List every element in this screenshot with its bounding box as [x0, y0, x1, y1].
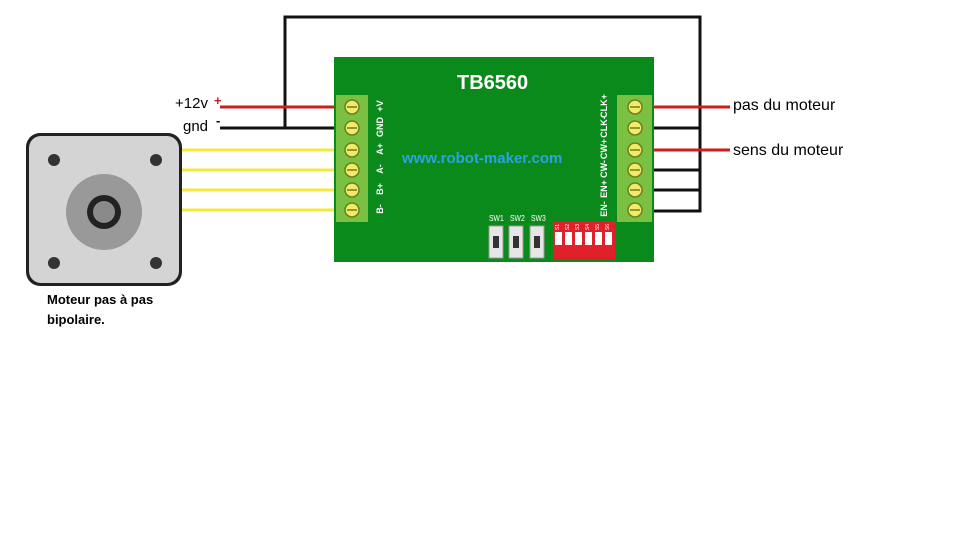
stepper-motor-icon: [26, 133, 182, 286]
gnd-sign: -: [216, 113, 221, 128]
dip-label-2: S2: [565, 223, 571, 231]
left-screws: [344, 99, 360, 218]
dir-label: sens du moteur: [733, 142, 844, 159]
left-terminal-block: [336, 95, 368, 222]
motor-caption: Moteur pas à pas bipolaire.: [47, 290, 153, 330]
sw2-label: SW2: [510, 214, 525, 223]
v12-label: +12v: [175, 95, 208, 112]
left-terminal-label-6: B-: [375, 204, 385, 214]
motor-caption-line1: Moteur pas à pas: [47, 292, 154, 307]
dip-switch-block: [553, 221, 615, 259]
dip-label-4: S4: [585, 223, 591, 231]
gnd-label: gnd: [183, 118, 209, 135]
dip-label-5: S5: [595, 223, 601, 231]
sw3-label: SW3: [531, 214, 546, 223]
step-label: pas du moteur: [733, 97, 836, 114]
v12-sign: +: [214, 93, 222, 108]
sw1-label: SW1: [489, 214, 504, 223]
board-title: TB6560: [457, 72, 529, 94]
dip-label-1: S1: [555, 223, 561, 231]
right-screws: [627, 99, 643, 218]
dip-label-6: S6: [605, 223, 611, 231]
black-loop-wire: [283, 15, 702, 213]
dip-switch-knobs: [555, 232, 612, 245]
board-url: www.robot-maker.com: [402, 150, 563, 167]
right-terminal-block: [617, 95, 652, 222]
motor-caption-line2: bipolaire.: [47, 312, 105, 327]
slide-switches: [488, 225, 545, 259]
dip-label-3: S3: [575, 223, 581, 231]
